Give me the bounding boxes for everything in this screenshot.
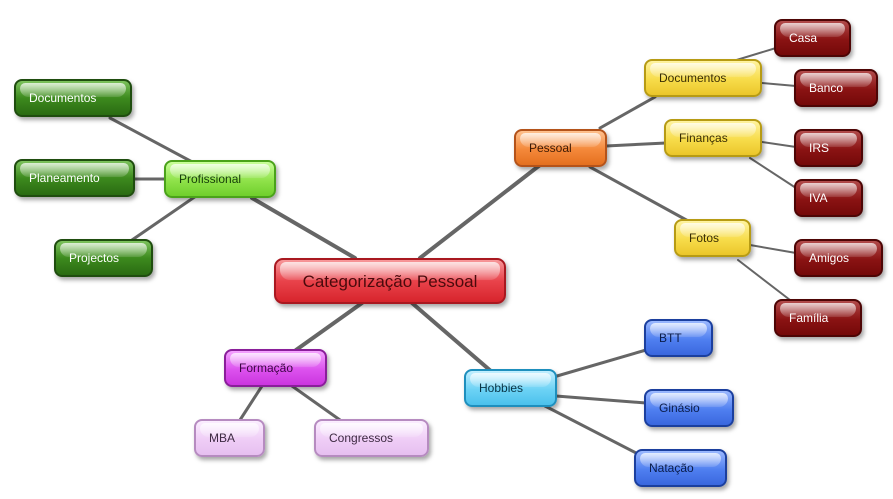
link-pessoal-documentos xyxy=(598,95,657,130)
node-irs[interactable]: IRS xyxy=(794,129,863,167)
node-btt-label: BTT xyxy=(659,331,682,345)
node-mba[interactable]: MBA xyxy=(194,419,265,457)
node-documentos-profissional-label: Documentos xyxy=(29,91,97,105)
node-mba-label: MBA xyxy=(209,431,236,445)
node-pessoal-label: Pessoal xyxy=(529,141,572,155)
node-congressos-label: Congressos xyxy=(329,431,394,445)
node-ginasio[interactable]: Ginásio xyxy=(644,389,734,427)
link-profissional-documentos xyxy=(108,116,198,166)
node-formacao[interactable]: Formação xyxy=(224,349,327,387)
node-familia[interactable]: Família xyxy=(774,299,862,337)
link-financas-irs xyxy=(761,141,797,148)
link-formacao-congressos xyxy=(290,384,342,422)
node-financas-label: Finanças xyxy=(679,131,728,145)
node-planeamento[interactable]: Planeamento xyxy=(14,159,135,197)
link-profissional-projectos xyxy=(130,194,198,242)
link-hobbies-natacao xyxy=(543,404,642,457)
node-irs-label: IRS xyxy=(809,141,830,155)
link-pessoal-fotos xyxy=(588,165,692,224)
node-natacao[interactable]: Natação xyxy=(634,449,727,487)
link-root-hobbies xyxy=(410,301,494,374)
node-btt[interactable]: BTT xyxy=(644,319,713,357)
node-natacao-label: Natação xyxy=(649,461,694,475)
root-node[interactable]: Categorização Pessoal xyxy=(274,258,506,304)
node-formacao-label: Formação xyxy=(239,361,294,375)
node-fotos-label: Fotos xyxy=(689,231,720,245)
node-casa[interactable]: Casa xyxy=(774,19,851,57)
node-familia-label: Família xyxy=(789,311,829,325)
node-amigos[interactable]: Amigos xyxy=(794,239,883,277)
node-pessoal[interactable]: Pessoal xyxy=(514,129,607,167)
node-planeamento-label: Planeamento xyxy=(29,171,100,185)
node-fotos[interactable]: Fotos xyxy=(674,219,751,257)
node-hobbies[interactable]: Hobbies xyxy=(464,369,557,407)
link-documentos-banco xyxy=(761,82,797,87)
node-amigos-label: Amigos xyxy=(809,251,850,265)
node-documentos-pessoal-label: Documentos xyxy=(659,71,727,85)
link-fotos-familia xyxy=(737,259,791,301)
node-hobbies-label: Hobbies xyxy=(479,381,524,395)
node-ginasio-label: Ginásio xyxy=(659,401,700,415)
link-financas-iva xyxy=(749,157,797,189)
node-profissional-label: Profissional xyxy=(179,172,242,186)
node-iva[interactable]: IVA xyxy=(794,179,863,217)
node-financas[interactable]: Finanças xyxy=(664,119,762,157)
link-root-formacao xyxy=(294,301,364,352)
root-node-label: Categorização Pessoal xyxy=(302,271,478,291)
link-formacao-mba xyxy=(238,384,264,422)
node-profissional[interactable]: Profissional xyxy=(164,160,276,198)
node-iva-label: IVA xyxy=(809,191,828,205)
link-fotos-amigos xyxy=(749,244,797,254)
link-root-pessoal xyxy=(418,163,542,260)
node-documentos-pessoal[interactable]: Documentos xyxy=(644,59,762,97)
node-documentos-profissional[interactable]: Documentos xyxy=(14,79,132,117)
node-banco-label: Banco xyxy=(809,81,844,95)
link-root-profissional xyxy=(250,196,357,260)
link-pessoal-financas xyxy=(604,141,668,148)
node-casa-label: Casa xyxy=(789,31,818,45)
link-hobbies-ginasio xyxy=(554,394,648,405)
node-projectos[interactable]: Projectos xyxy=(54,239,153,277)
link-hobbies-btt xyxy=(555,348,648,378)
node-projectos-label: Projectos xyxy=(69,251,120,265)
node-congressos[interactable]: Congressos xyxy=(314,419,429,457)
node-banco[interactable]: Banco xyxy=(794,69,878,107)
